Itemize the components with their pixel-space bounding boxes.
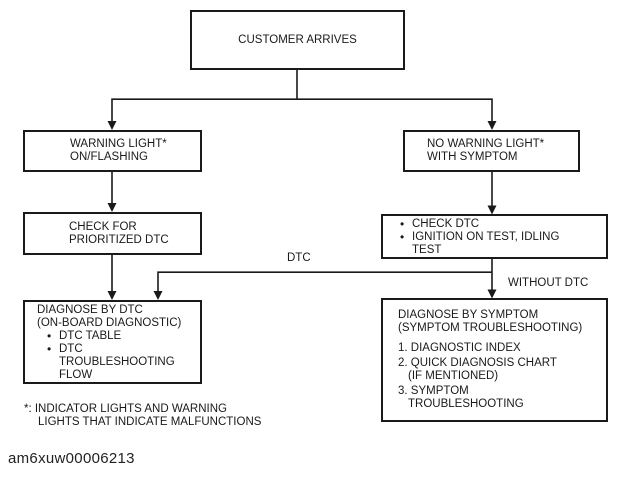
bullet-icon: •	[400, 217, 405, 231]
numbered-item-line: 1. DIAGNOSTIC INDEX	[398, 342, 521, 354]
numbered-item: 2. QUICK DIAGNOSIS CHART (IF MENTIONED)	[398, 357, 606, 383]
node-label-line: DIAGNOSE BY DTC	[37, 304, 143, 316]
bullet-icon: •	[47, 329, 52, 343]
node-customer-arrives: CUSTOMER ARRIVES	[190, 10, 405, 70]
bullet-item: • DTC TROUBLESHOOTING FLOW	[47, 343, 200, 382]
figure-id: am6xuw00006213	[8, 450, 135, 467]
node-check-prioritized-dtc: CHECK FOR PRIORITIZED DTC	[23, 212, 202, 255]
connector-branch-split	[111, 98, 493, 122]
arrowhead-icon	[487, 289, 497, 299]
bullet-icon: •	[47, 342, 52, 356]
bullet-label-line: TROUBLESHOOTING	[59, 356, 175, 368]
node-label: CUSTOMER ARRIVES	[238, 33, 357, 46]
arrowhead-icon	[153, 291, 163, 300]
footnote: *: INDICATOR LIGHTS AND WARNING LIGHTS T…	[24, 403, 261, 429]
arrowhead-icon	[107, 121, 117, 130]
bullet-label-line: FLOW	[59, 369, 93, 381]
node-check-dtc: • CHECK DTC • IGNITION ON TEST, IDLING T…	[381, 214, 608, 259]
node-label-line: NO WARNING LIGHT*	[427, 138, 545, 150]
edge-label-dtc: DTC	[287, 252, 311, 264]
node-label-line: CHECK FOR	[69, 220, 137, 233]
arrowhead-icon	[107, 291, 117, 300]
arrowhead-icon	[487, 205, 497, 215]
numbered-item: 3. SYMPTOM TROUBLESHOOTING	[398, 385, 606, 411]
node-warning-light: WARNING LIGHT* ON/FLASHING	[23, 130, 202, 172]
node-label-line: (ON-BOARD DIAGNOSTIC)	[37, 317, 182, 329]
bullet-label-line: IGNITION ON TEST, IDLING	[412, 231, 560, 243]
bullet-label-line: CHECK DTC	[412, 218, 480, 230]
numbered-item: 1. DIAGNOSTIC INDEX	[398, 342, 606, 355]
node-label-line: DIAGNOSE BY SYMPTOM	[398, 309, 539, 321]
bullet-item: • DTC TABLE	[47, 330, 200, 343]
node-label-line: WARNING LIGHT*	[70, 138, 167, 150]
edge-label-without-dtc: WITHOUT DTC	[508, 277, 589, 289]
node-label-line: (SYMPTOM TROUBLESHOOTING)	[398, 322, 583, 334]
numbered-item-line: TROUBLESHOOTING	[408, 398, 524, 410]
bullet-label-line: DTC	[59, 343, 83, 355]
numbered-item-line: 2. QUICK DIAGNOSIS CHART	[398, 357, 557, 369]
bullet-label-line: DTC TABLE	[59, 330, 122, 342]
node-label-line: WITH SYMPTOM	[427, 151, 518, 163]
node-label-line: ON/FLASHING	[70, 151, 148, 163]
footnote-line: *: INDICATOR LIGHTS AND WARNING	[24, 403, 227, 415]
bullet-item: • CHECK DTC	[400, 218, 606, 231]
node-label-line: PRIORITIZED DTC	[69, 233, 169, 246]
numbered-item-line: (IF MENTIONED)	[408, 370, 499, 382]
bullet-label-line: TEST	[412, 244, 442, 256]
connector-dtc-branch	[157, 271, 492, 292]
bullet-icon: •	[400, 230, 405, 244]
numbered-item-line: 3. SYMPTOM	[398, 385, 469, 397]
arrowhead-icon	[487, 121, 497, 130]
arrowhead-icon	[107, 203, 117, 212]
bullet-item: • IGNITION ON TEST, IDLING TEST	[400, 231, 606, 257]
node-diagnose-by-symptom: DIAGNOSE BY SYMPTOM (SYMPTOM TROUBLESHOO…	[381, 298, 608, 422]
node-diagnose-by-dtc: DIAGNOSE BY DTC (ON-BOARD DIAGNOSTIC) • …	[23, 300, 202, 384]
footnote-line: LIGHTS THAT INDICATE MALFUNCTIONS	[38, 416, 262, 428]
node-no-warning-light: NO WARNING LIGHT* WITH SYMPTOM	[403, 130, 580, 172]
